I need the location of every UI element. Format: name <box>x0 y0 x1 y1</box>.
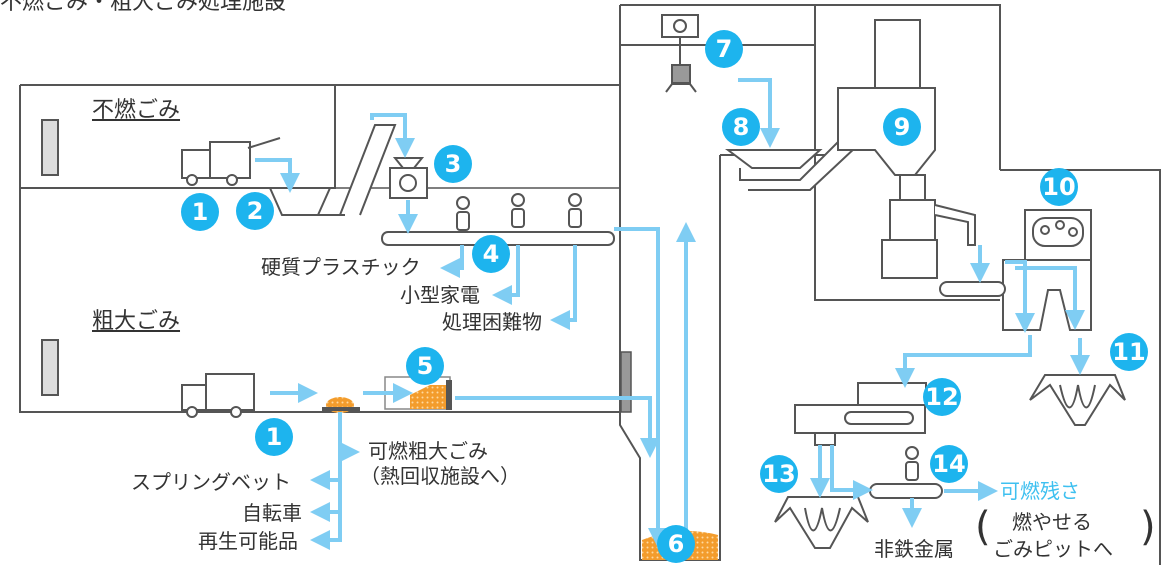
left-paren-icon: ( <box>975 504 991 550</box>
left-building <box>19 84 620 413</box>
pit-door <box>620 351 632 413</box>
worker-icons <box>456 193 919 481</box>
right-paren-icon: ) <box>1140 504 1156 550</box>
sorter-unit <box>794 382 927 446</box>
feed-hopper <box>725 149 823 169</box>
flow-arrows <box>255 78 1090 550</box>
label-spring-bed: スプリングベット <box>131 470 291 494</box>
label-burnable-line1: 燃やせる <box>1012 510 1092 534</box>
step-badge-14: 14 <box>930 445 968 483</box>
crusher-roller <box>446 380 452 410</box>
page-title: 不燃ごみ・粗大ごみ処理施設 <box>0 0 287 15</box>
label-difficult-items: 処理困難物 <box>442 310 542 334</box>
step-badge-7: 7 <box>705 30 743 68</box>
door-lower <box>41 339 59 396</box>
step-badge-1-bulky: 1 <box>255 418 293 456</box>
label-small-appliances: 小型家電 <box>400 283 480 307</box>
step-badge-11: 11 <box>1110 333 1148 371</box>
processing-plant <box>837 19 976 279</box>
crusher-waste <box>410 385 448 409</box>
pit-building <box>619 4 1001 561</box>
label-recyclables: 再生可能品 <box>198 529 298 553</box>
step-badge-9: 9 <box>883 108 921 146</box>
door-upper <box>41 119 59 176</box>
magnetic-separator-icon <box>389 157 428 199</box>
label-burnable-line2: ごみピットへ <box>993 537 1113 561</box>
label-bicycle: 自転車 <box>242 501 302 525</box>
label-nonferrous: 非鉄金属 <box>874 537 954 561</box>
dump-truck-icon <box>181 137 281 186</box>
step-badge-2: 2 <box>236 192 274 230</box>
crane-icon <box>661 14 699 93</box>
step-badge-10: 10 <box>1040 168 1078 206</box>
transfer-conveyor <box>939 281 1006 297</box>
label-combustible-bulky: 可燃粗大ごみ <box>368 439 488 463</box>
funnel-11 <box>1029 374 1126 426</box>
section-incombustible-label: 不燃ごみ <box>92 98 181 123</box>
section-bulky-label: 粗大ごみ <box>92 309 181 334</box>
step-badge-8: 8 <box>722 108 760 146</box>
label-hard-plastic: 硬質プラスチック <box>261 255 421 279</box>
step-badge-3: 3 <box>434 145 472 183</box>
funnel-13 <box>774 496 869 549</box>
hopper-conveyor <box>268 124 397 216</box>
building-outlines <box>19 4 1161 565</box>
final-conveyor <box>869 483 943 499</box>
label-combustible-residue: 可燃残さ <box>1000 479 1080 503</box>
bulky-platform <box>322 407 360 411</box>
step-badge-13: 13 <box>760 455 798 493</box>
step-badge-6: 6 <box>657 525 695 563</box>
step-badge-1: 1 <box>181 193 219 231</box>
truck-icon <box>181 373 255 418</box>
step-badge-12: 12 <box>923 378 961 416</box>
step-badge-4: 4 <box>472 235 510 273</box>
step-badge-5: 5 <box>406 347 444 385</box>
label-combustible-bulky-note: （熱回収施設へ） <box>360 464 520 488</box>
